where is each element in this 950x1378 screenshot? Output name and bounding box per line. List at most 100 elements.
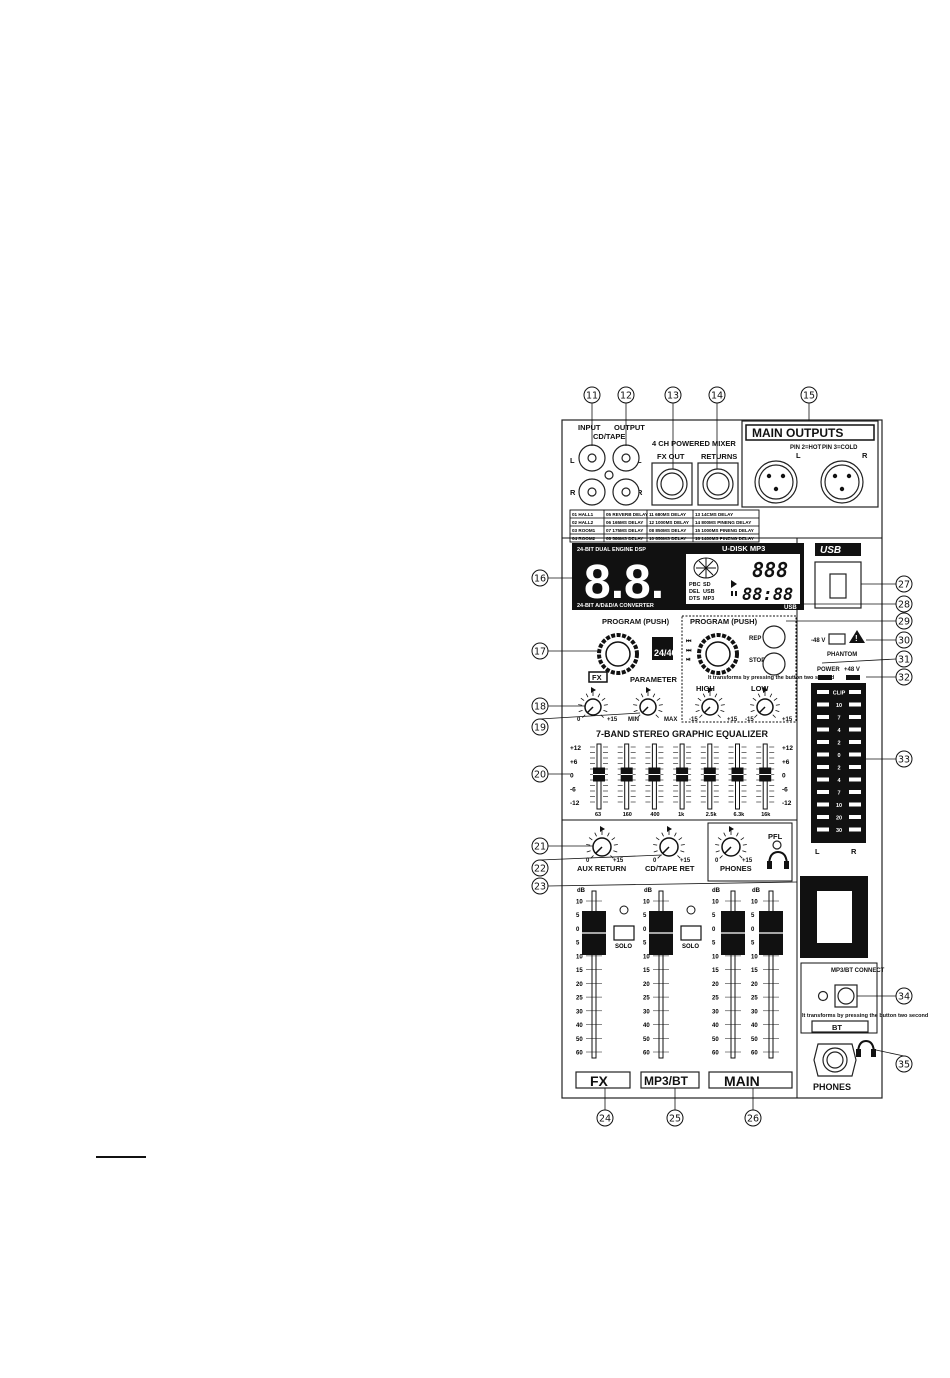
svg-text:0: 0 — [577, 717, 581, 723]
phones-jack[interactable] — [813, 1043, 857, 1077]
svg-text:DEL: DEL — [689, 589, 701, 595]
fx-program-knob[interactable] — [597, 633, 639, 675]
low-eq-knob[interactable] — [750, 687, 780, 718]
stop-rec-button[interactable] — [762, 652, 786, 676]
pfl-button[interactable] — [772, 840, 782, 850]
rca-jack-output-l[interactable] — [612, 444, 640, 472]
meter-led-left — [817, 827, 829, 832]
mp3-program-knob[interactable] — [697, 633, 739, 675]
callout-number: 18 — [534, 702, 546, 713]
svg-text:!: ! — [855, 634, 858, 643]
fader-scale-label: 30 — [643, 1009, 650, 1015]
fx-out-label: FX OUT — [657, 452, 685, 461]
lcd-time: 88:88 — [742, 585, 793, 605]
bt-status-led — [817, 990, 829, 1002]
svg-text:DTS: DTS — [689, 596, 700, 602]
meter-led-left — [817, 727, 829, 732]
meter-scale-label: 4 — [837, 728, 841, 734]
lcd-track: 888 — [752, 558, 788, 582]
headphones-icon — [767, 850, 789, 869]
output-label: OUTPUT — [614, 423, 645, 432]
transform-note: It transforms by pressing the button two… — [708, 675, 834, 681]
callout-number: 19 — [534, 723, 546, 734]
cd-tape-ret-knob[interactable] — [653, 826, 685, 859]
fader-scale-label: 20 — [576, 982, 583, 988]
effects-table-cell: 07 175MS DELAY — [606, 528, 643, 533]
callout-number: 35 — [898, 1060, 910, 1071]
phantom-led — [846, 675, 860, 680]
rca-jack-output-r[interactable] — [612, 478, 640, 506]
parameter-label: PARAMETER — [630, 675, 678, 684]
rca-jack-input-l[interactable] — [578, 444, 606, 472]
phantom-label: PHANTOM — [827, 652, 857, 658]
callout-number: 15 — [803, 391, 815, 402]
svg-text:⏭: ⏭ — [686, 648, 692, 654]
meter-led-left — [817, 765, 829, 769]
eq-band-label: 2.5k — [706, 812, 718, 818]
fader-scale-label: 40 — [712, 1023, 719, 1029]
svg-text:LOW: LOW — [751, 684, 769, 693]
callout-28: 28 — [800, 595, 913, 613]
phones-level-knob[interactable] — [715, 826, 747, 859]
callout-16: 16 — [531, 569, 572, 587]
rep-button[interactable] — [762, 625, 786, 649]
svg-text:+15: +15 — [613, 858, 624, 864]
svg-text:PBC: PBC — [689, 582, 701, 588]
phantom-switch[interactable] — [828, 633, 846, 645]
eq-scale-label: +6 — [782, 759, 790, 766]
callout-number: 14 — [711, 391, 723, 402]
svg-text:⏯: ⏯ — [686, 657, 691, 663]
cd-tape-ret-label: CD/TAPE RET — [645, 864, 695, 873]
mp3-bt-connect-button[interactable] — [834, 984, 858, 1008]
svg-text:L: L — [815, 847, 820, 856]
callout-17: 17 — [531, 642, 599, 660]
effects-table-cell: 08 586MS DELAY — [606, 536, 643, 541]
meter-led-right — [849, 740, 861, 744]
effects-table-cell: 05 REVERB DELAY — [606, 512, 648, 517]
eq-scale-label: +12 — [570, 745, 581, 752]
phones-label: PHONES — [720, 864, 752, 873]
rca-jack-input-r[interactable] — [578, 478, 606, 506]
callout-35: 35 — [875, 1049, 913, 1073]
callout-11: 11 — [583, 386, 601, 446]
meter-led-left — [817, 690, 829, 694]
db-label: dB — [577, 888, 586, 894]
fx-out-jack[interactable] — [656, 468, 688, 500]
callout-23: 23 — [531, 877, 798, 895]
mp3-transport-icons: ⏮⏭⏯ — [686, 639, 692, 663]
meter-led-right — [849, 752, 861, 757]
callout-24: 24 — [596, 1088, 614, 1127]
led-digits: 8.8. — [584, 556, 664, 609]
meter-led-left — [817, 790, 829, 794]
high-eq-knob[interactable] — [695, 687, 725, 718]
solo-button[interactable] — [680, 925, 702, 941]
xlr-jack-right[interactable] — [820, 460, 864, 504]
svg-text:R: R — [637, 488, 643, 497]
meter-led-left — [817, 752, 829, 757]
callout-31: 31 — [821, 650, 913, 668]
aux-return-knob[interactable] — [586, 826, 618, 859]
callout-number: 28 — [898, 600, 910, 611]
callout-number: 11 — [586, 391, 598, 402]
bt-label: BT — [832, 1023, 842, 1032]
meter-led-left — [817, 702, 829, 707]
meter-led-left — [817, 802, 829, 807]
xlr-jack-left[interactable] — [754, 460, 798, 504]
effects-table-cell: 08 850MS DELAY — [649, 528, 686, 533]
solo-button[interactable] — [613, 925, 635, 941]
callout-32: 32 — [866, 668, 913, 686]
returns-jack[interactable] — [702, 468, 734, 500]
meter-scale-label: 4 — [837, 778, 841, 784]
effects-table-cell: 01 HALL1 — [572, 512, 594, 517]
eq-scale-label: +6 — [570, 759, 578, 766]
parameter-knob[interactable] — [633, 687, 663, 718]
meter-led-right — [849, 727, 861, 732]
fader-scale-label: 20 — [712, 982, 719, 988]
svg-text:24-BIT DUAL ENGINE DSP: 24-BIT DUAL ENGINE DSP — [577, 547, 646, 553]
meter-led-left — [817, 715, 829, 719]
eq-band-label: 1k — [678, 812, 685, 818]
callout-26: 26 — [744, 1088, 762, 1127]
fader-scale-label: 60 — [576, 1051, 583, 1057]
